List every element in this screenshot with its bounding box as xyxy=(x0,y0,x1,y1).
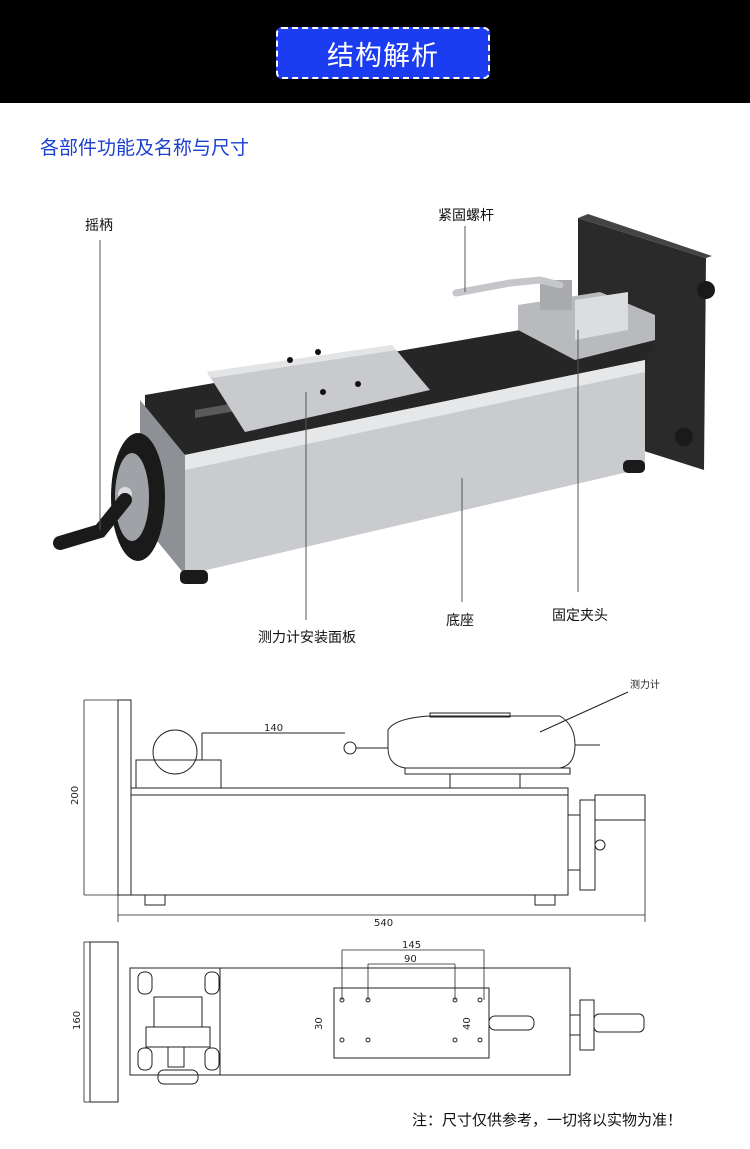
dim-160: 160 xyxy=(72,1011,83,1030)
dim-90: 90 xyxy=(404,954,417,965)
label-force-gauge: 测力计 xyxy=(630,678,660,691)
side-wheel xyxy=(579,799,596,891)
crank-handle xyxy=(53,493,132,550)
dim-145: 145 xyxy=(402,940,421,951)
side-mount-plate xyxy=(117,699,132,896)
product-illustration xyxy=(53,214,715,620)
page-title: 结构解析 xyxy=(276,27,490,79)
base-body xyxy=(185,360,645,575)
dim-30: 30 xyxy=(314,1017,325,1030)
side-clamp xyxy=(135,759,222,789)
top-mount-plate xyxy=(89,941,119,1103)
side-hook xyxy=(343,741,357,755)
label-base: 底座 xyxy=(446,613,474,629)
section-heading: 各部件功能及名称与尺寸 xyxy=(40,137,250,159)
top-clamp xyxy=(153,996,203,1028)
top-base-body xyxy=(129,967,571,1076)
side-end-cap xyxy=(567,814,581,871)
footnote: 注：尺寸仅供参考，一切将以实物为准！ xyxy=(412,1111,683,1129)
label-clamp: 固定夹头 xyxy=(552,608,608,624)
dim-40: 40 xyxy=(462,1017,473,1030)
label-bolt: 紧固螺杆 xyxy=(438,208,494,224)
dim-200: 200 xyxy=(70,786,81,805)
label-plate: 测力计安装面板 xyxy=(258,630,356,646)
dim-140: 140 xyxy=(264,723,283,734)
label-crank: 摇柄 xyxy=(85,218,113,234)
side-force-gauge xyxy=(387,715,576,769)
side-base-body xyxy=(130,787,569,896)
side-clamp-round xyxy=(152,729,198,775)
clamp-bolt xyxy=(452,276,564,297)
dim-540: 540 xyxy=(374,918,393,929)
